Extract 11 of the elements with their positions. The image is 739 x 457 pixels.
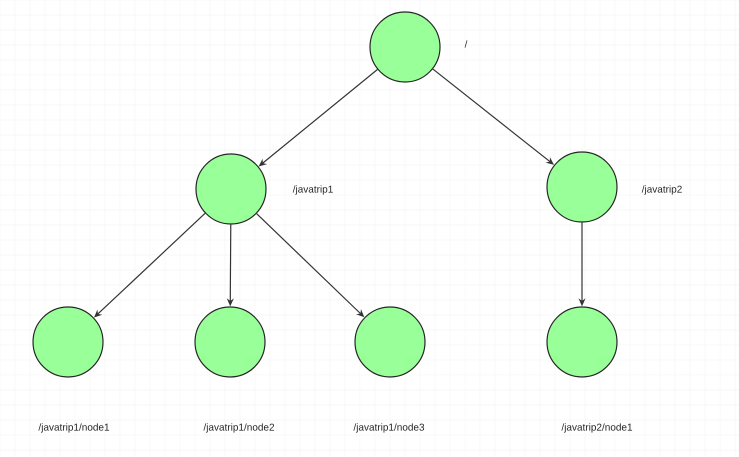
circle-node — [546, 306, 618, 378]
circle-node — [354, 306, 426, 378]
circle-node — [194, 306, 266, 378]
node-label: /javatrip1 — [292, 185, 333, 195]
path-label: /javatrip1/node1 — [38, 423, 110, 433]
path-label: /javatrip1/node3 — [353, 423, 424, 433]
path-label: /javatrip2/node1 — [561, 423, 632, 433]
circle-node — [32, 306, 104, 378]
node-label: / — [464, 40, 468, 48]
path-label: /javatrip1/node2 — [203, 423, 274, 433]
node-label: /javatrip2 — [642, 185, 682, 195]
